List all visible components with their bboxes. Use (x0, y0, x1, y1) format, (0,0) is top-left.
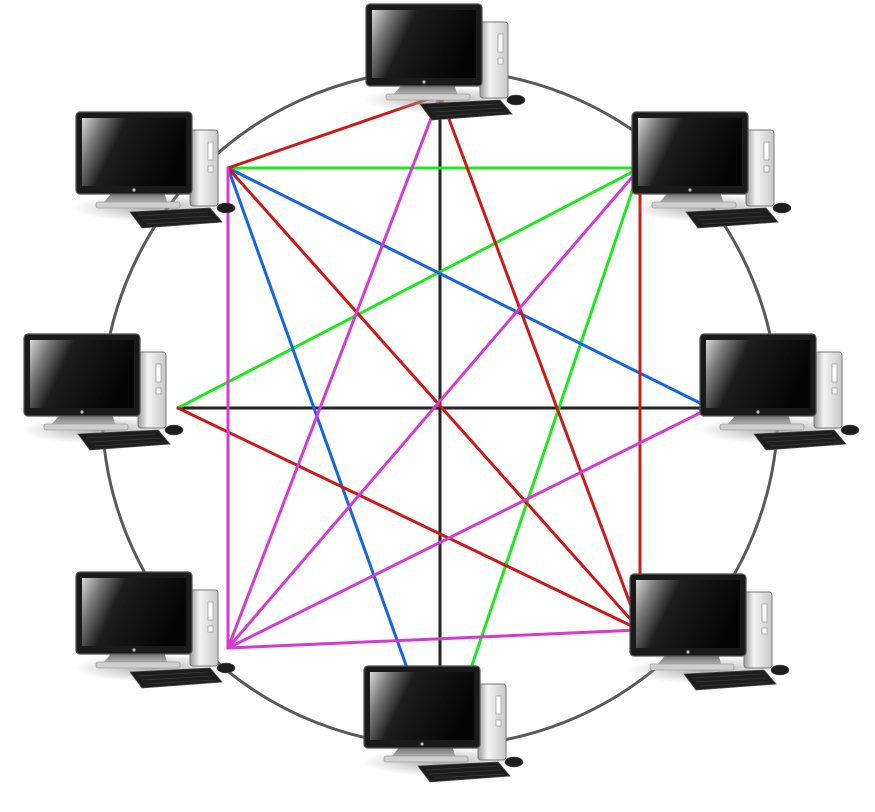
computer-node-lower-left (74, 572, 235, 688)
computer-node-left (22, 334, 183, 450)
computer-node-upper-left (74, 112, 235, 228)
computer-node-bottom (362, 666, 523, 782)
computer-node-lower-right (628, 574, 789, 690)
computer-node-right (698, 334, 859, 450)
mesh-links (178, 95, 710, 760)
link-upper-left-to-lower-right (228, 168, 640, 630)
link-lower-left-to-lower-right (228, 630, 640, 648)
computer-node-upper-right (630, 112, 791, 228)
computer-node-top (364, 4, 525, 120)
